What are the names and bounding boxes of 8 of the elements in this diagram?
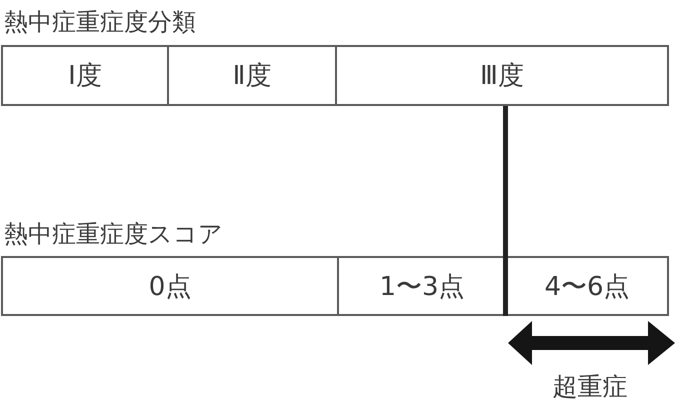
scale-cell: 0点 (1, 256, 339, 316)
range-label: 超重症 (552, 372, 628, 402)
scale-cell: 4〜6点 (505, 256, 669, 316)
scale-heading: 熱中症重症度スコア (4, 220, 223, 249)
scale-cell: Ⅰ度 (1, 45, 169, 106)
scale-cell: Ⅱ度 (167, 45, 337, 106)
scale-heading: 熱中症重症度分類 (4, 8, 196, 37)
scale-cell: Ⅲ度 (335, 45, 669, 106)
